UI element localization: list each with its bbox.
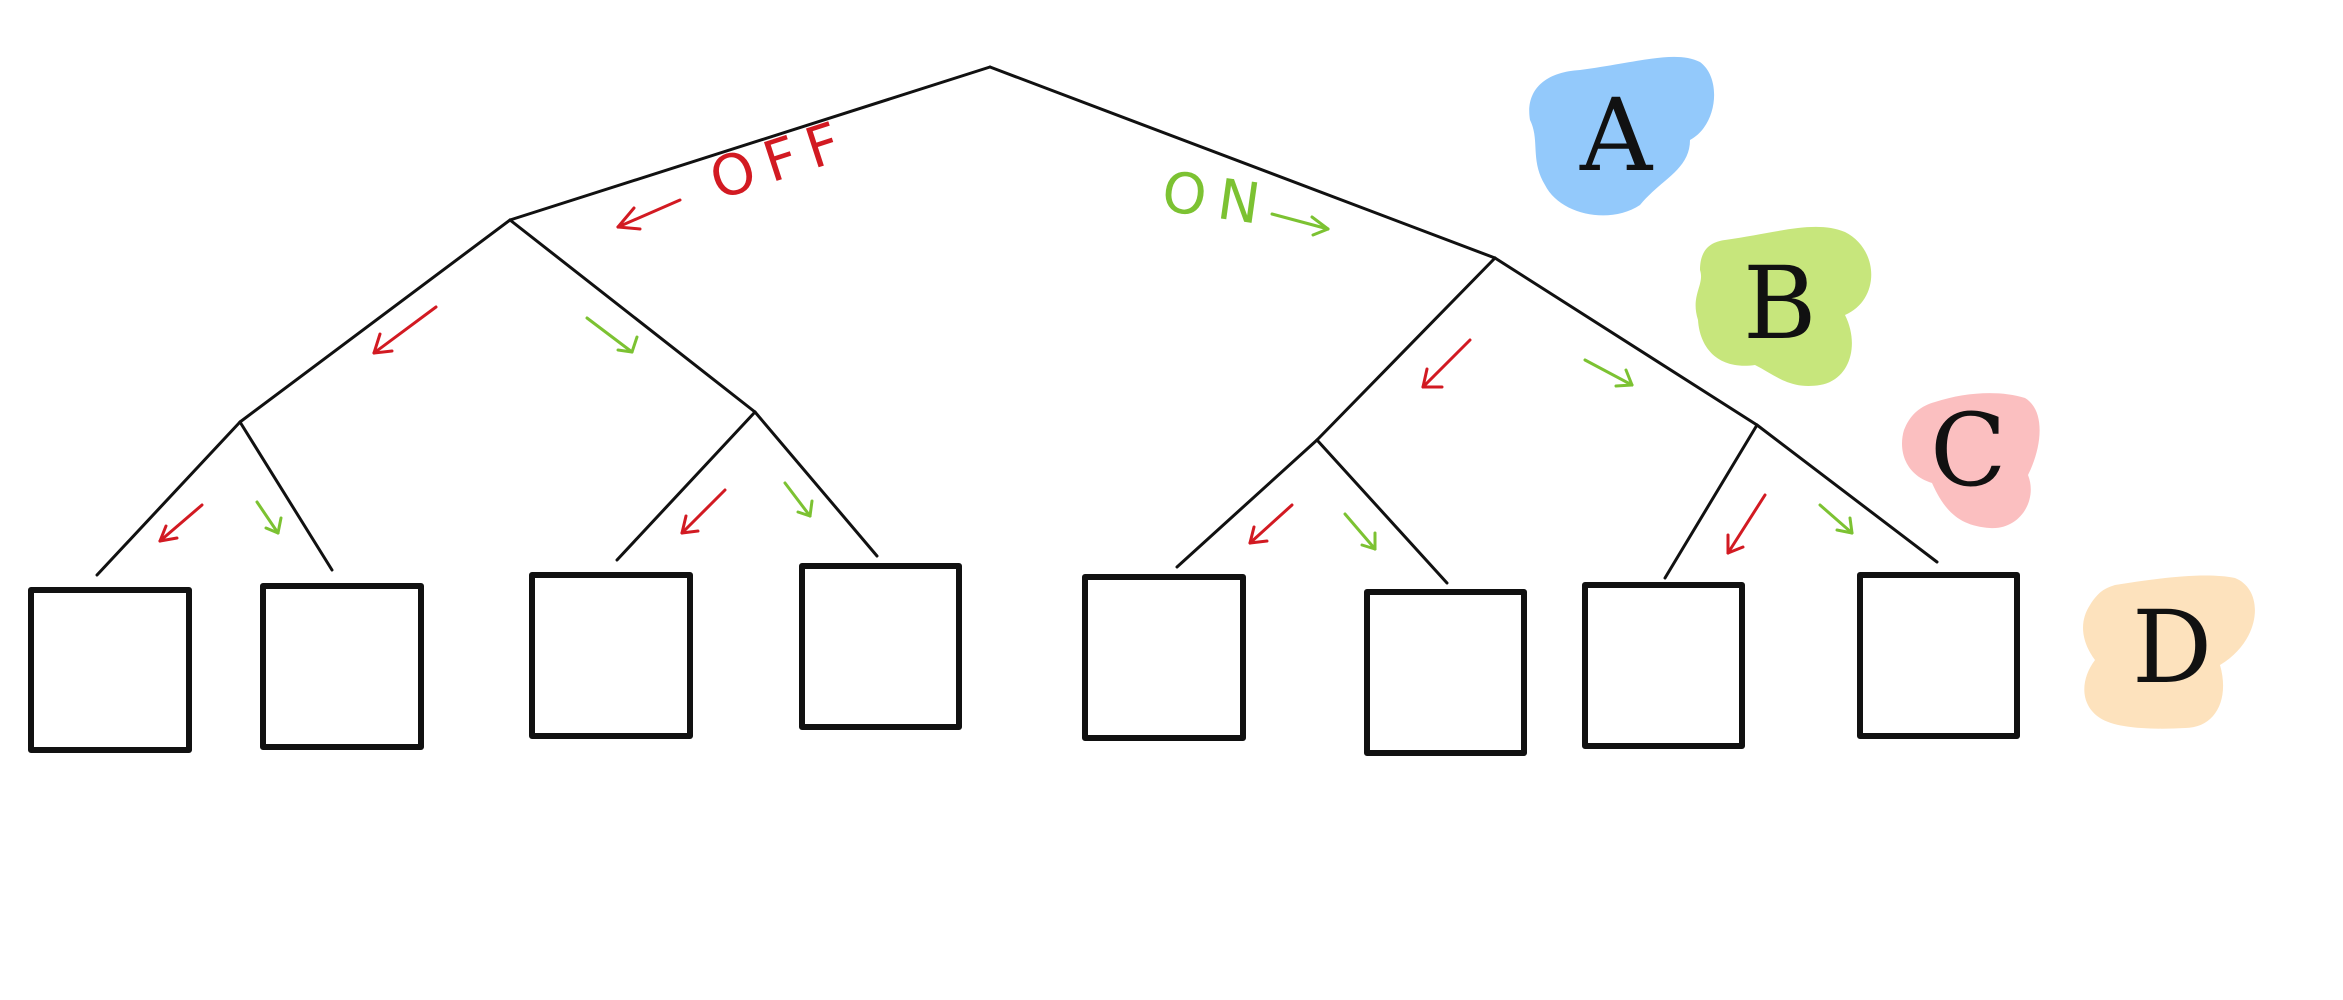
branch-n4-right xyxy=(753,410,879,558)
branch-n4-left xyxy=(615,410,757,562)
off-arrow xyxy=(1726,493,1767,555)
off-label: OFF xyxy=(702,107,860,213)
branch-n6-left xyxy=(1663,423,1759,580)
edge-arrows xyxy=(158,198,1854,555)
level-a-marker: A xyxy=(1529,56,1715,216)
leaf-box xyxy=(28,587,192,753)
level-a-letter: A xyxy=(1579,77,1654,194)
off-arrow xyxy=(158,503,204,543)
on-label: ON xyxy=(1158,159,1276,239)
branch-n3-right xyxy=(238,420,334,572)
branch-n6-right xyxy=(1755,423,1939,564)
leaf-box xyxy=(260,583,424,750)
off-arrow xyxy=(1248,503,1294,545)
leaf-box xyxy=(1082,574,1246,741)
branch-root-right xyxy=(988,65,1497,260)
level-a-blob xyxy=(1529,56,1715,216)
on-arrow xyxy=(255,500,283,535)
leaf-boxes xyxy=(28,563,2020,756)
level-d-letter: D xyxy=(2132,589,2212,706)
branch-n3-left xyxy=(95,420,242,577)
on-arrow xyxy=(1818,503,1854,535)
leaf-box xyxy=(799,563,962,730)
level-b-blob xyxy=(1695,226,1872,386)
on-arrow xyxy=(1343,512,1377,551)
branch-n2-right xyxy=(1493,256,1759,427)
off-arrow xyxy=(372,305,438,355)
off-arrow xyxy=(616,198,682,231)
branch-n5-right xyxy=(1315,438,1449,585)
branch-n5-left xyxy=(1175,438,1319,569)
branch-root-left xyxy=(508,65,992,222)
level-c-marker: C xyxy=(1902,392,2040,529)
level-b-marker: B xyxy=(1695,226,1872,386)
leaf-box xyxy=(1364,589,1527,756)
level-c-blob xyxy=(1902,393,2040,529)
level-legend: A B C D xyxy=(1529,56,2255,729)
on-arrow xyxy=(1583,358,1634,388)
on-arrow xyxy=(783,481,814,518)
branch-n2-left xyxy=(1315,256,1497,442)
on-arrow xyxy=(1270,212,1330,237)
branch-n1-right xyxy=(508,218,757,414)
tree-branches xyxy=(95,65,1939,585)
level-b-letter: B xyxy=(1743,245,1817,362)
off-arrow xyxy=(680,488,727,535)
leaf-box xyxy=(529,572,693,739)
branch-n1-left xyxy=(238,218,512,424)
level-d-marker: D xyxy=(2083,575,2255,729)
level-c-letter: C xyxy=(1930,392,2007,509)
leaf-box xyxy=(1582,582,1745,749)
on-arrow xyxy=(585,316,639,354)
level-d-blob xyxy=(2083,575,2255,729)
off-arrow xyxy=(1421,338,1472,389)
leaf-box xyxy=(1857,572,2020,739)
